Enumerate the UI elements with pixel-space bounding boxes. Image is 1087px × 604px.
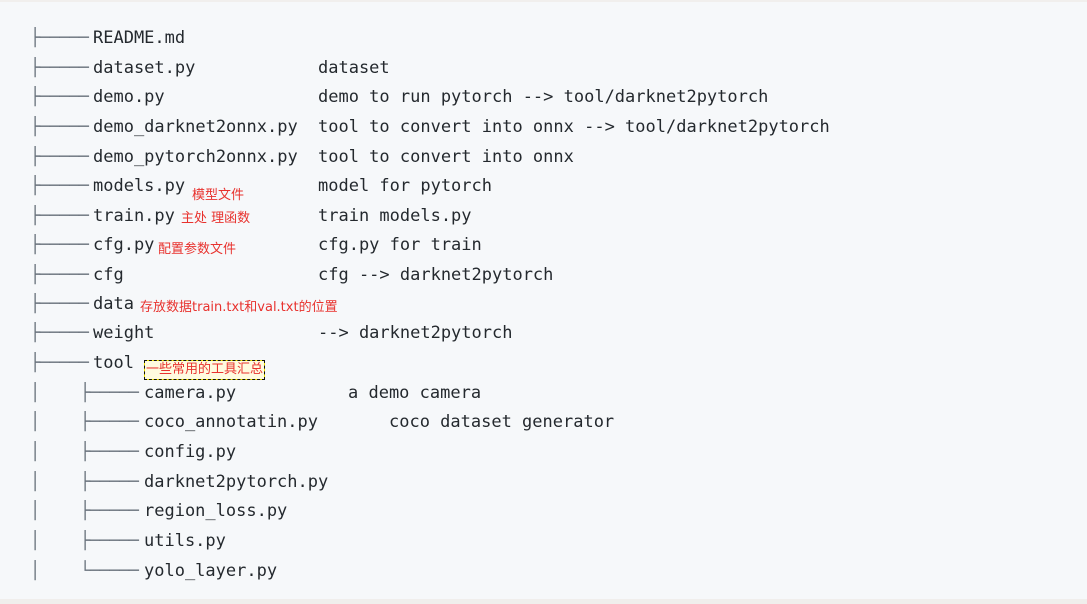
file-name: camera.py	[144, 383, 237, 403]
file-name: region_loss.py	[144, 501, 288, 521]
tree-vertical-line-icon: │	[30, 501, 40, 521]
tree-branch-icon: ├─────	[30, 58, 89, 78]
file-description: tool to convert into onnx	[318, 147, 574, 167]
folder-name: weight	[93, 323, 155, 343]
tree-branch-icon: ├─────	[80, 442, 139, 462]
folder-name: tool	[93, 353, 134, 373]
tree-row-cfg: ├───── cfg cfg --> darknet2pytorch	[0, 260, 1087, 290]
tree-row-dataset: ├───── dataset.py dataset	[0, 53, 1087, 83]
annotation-note: 配置参数文件	[158, 242, 237, 257]
file-name: train.py	[93, 206, 175, 226]
tree-row-train: ├───── train.py 主处 理函数 train models.py	[0, 201, 1087, 231]
tree-row-data: ├───── data 存放数据train.txt和val.txt的位置	[0, 289, 1087, 319]
file-name: README.md	[93, 28, 186, 48]
tree-branch-icon: ├─────	[80, 472, 139, 492]
annotation-note: 主处 理函数	[181, 211, 251, 226]
file-description: cfg.py for train	[318, 235, 482, 255]
file-description: train models.py	[318, 206, 472, 226]
file-name: utils.py	[144, 531, 226, 551]
tree-row-config: │ ├───── config.py	[0, 437, 1087, 467]
tree-branch-icon: ├─────	[30, 87, 89, 107]
file-name: demo_pytorch2onnx.py	[93, 147, 298, 167]
tree-branch-icon: ├─────	[30, 206, 89, 226]
highlighted-annotation-note: 一些常用的工具汇总	[143, 360, 266, 380]
tree-row-demo-darknet2onnx: ├───── demo_darknet2onnx.py tool to conv…	[0, 112, 1087, 142]
file-description: dataset	[318, 58, 390, 78]
folder-name: data	[93, 294, 134, 314]
file-name: config.py	[144, 442, 237, 462]
tree-branch-icon: ├─────	[30, 117, 89, 137]
tree-row-camera: │ ├───── camera.py a demo camera	[0, 378, 1087, 408]
tree-branch-icon: ├─────	[30, 28, 89, 48]
tree-row-coco-annotatin: │ ├───── coco_annotatin.py coco dataset …	[0, 407, 1087, 437]
tree-vertical-line-icon: │	[30, 561, 40, 581]
tree-branch-icon: ├─────	[30, 353, 89, 373]
file-name: demo_darknet2onnx.py	[93, 117, 298, 137]
file-name: cfg.py	[93, 235, 155, 255]
folder-name: cfg	[93, 265, 124, 285]
tree-row-models: ├───── models.py 模型文件 model for pytorch	[0, 171, 1087, 203]
tree-branch-icon: ├─────	[80, 412, 139, 432]
top-border	[0, 0, 1087, 2]
file-description: tool to convert into onnx --> tool/darkn…	[318, 117, 830, 137]
tree-row-tool: ├───── tool 一些常用的工具汇总	[0, 348, 1087, 380]
file-name: yolo_layer.py	[144, 561, 278, 581]
file-description: a demo camera	[348, 383, 482, 403]
tree-row-cfg-py: ├───── cfg.py 配置参数文件 cfg.py for train	[0, 230, 1087, 260]
tree-row-weight: ├───── weight --> darknet2pytorch	[0, 318, 1087, 348]
tree-branch-icon: ├─────	[30, 235, 89, 255]
tree-branch-icon: ├─────	[30, 294, 89, 314]
tree-branch-icon: ├─────	[80, 383, 139, 403]
annotation-note: 模型文件	[192, 188, 245, 203]
tree-row-utils: │ ├───── utils.py	[0, 526, 1087, 556]
bottom-border	[0, 599, 1087, 604]
tree-branch-icon: ├─────	[30, 265, 89, 285]
file-description: coco dataset generator	[389, 412, 615, 432]
file-name: darknet2pytorch.py	[144, 472, 329, 492]
file-name: coco_annotatin.py	[144, 412, 318, 432]
tree-branch-icon: ├─────	[30, 323, 89, 343]
tree-branch-icon: ├─────	[80, 531, 139, 551]
tree-vertical-line-icon: │	[30, 531, 40, 551]
file-name: models.py	[93, 176, 186, 196]
file-description: cfg --> darknet2pytorch	[318, 265, 554, 285]
annotation-note: 存放数据train.txt和val.txt的位置	[140, 300, 338, 315]
tree-branch-icon: ├─────	[80, 501, 139, 521]
tree-branch-icon: ├─────	[30, 147, 89, 167]
tree-row-demo: ├───── demo.py demo to run pytorch --> t…	[0, 82, 1087, 112]
file-description: --> darknet2pytorch	[318, 323, 513, 343]
tree-branch-icon: ├─────	[30, 176, 89, 196]
tree-row-readme: ├───── README.md	[0, 23, 1087, 53]
tree-row-demo-pytorch2onnx: ├───── demo_pytorch2onnx.py tool to conv…	[0, 142, 1087, 172]
tree-row-yolo-layer: │ └───── yolo_layer.py	[0, 556, 1087, 586]
file-name: dataset.py	[93, 58, 196, 78]
tree-vertical-line-icon: │	[30, 442, 40, 462]
tree-vertical-line-icon: │	[30, 383, 40, 403]
tree-row-darknet2pytorch: │ ├───── darknet2pytorch.py	[0, 467, 1087, 497]
file-name: demo.py	[93, 87, 165, 107]
file-description: model for pytorch	[318, 176, 492, 196]
tree-vertical-line-icon: │	[30, 412, 40, 432]
tree-row-region-loss: │ ├───── region_loss.py	[0, 496, 1087, 526]
file-description: demo to run pytorch --> tool/darknet2pyt…	[318, 87, 769, 107]
tree-last-branch-icon: └─────	[80, 561, 139, 581]
tree-vertical-line-icon: │	[30, 472, 40, 492]
